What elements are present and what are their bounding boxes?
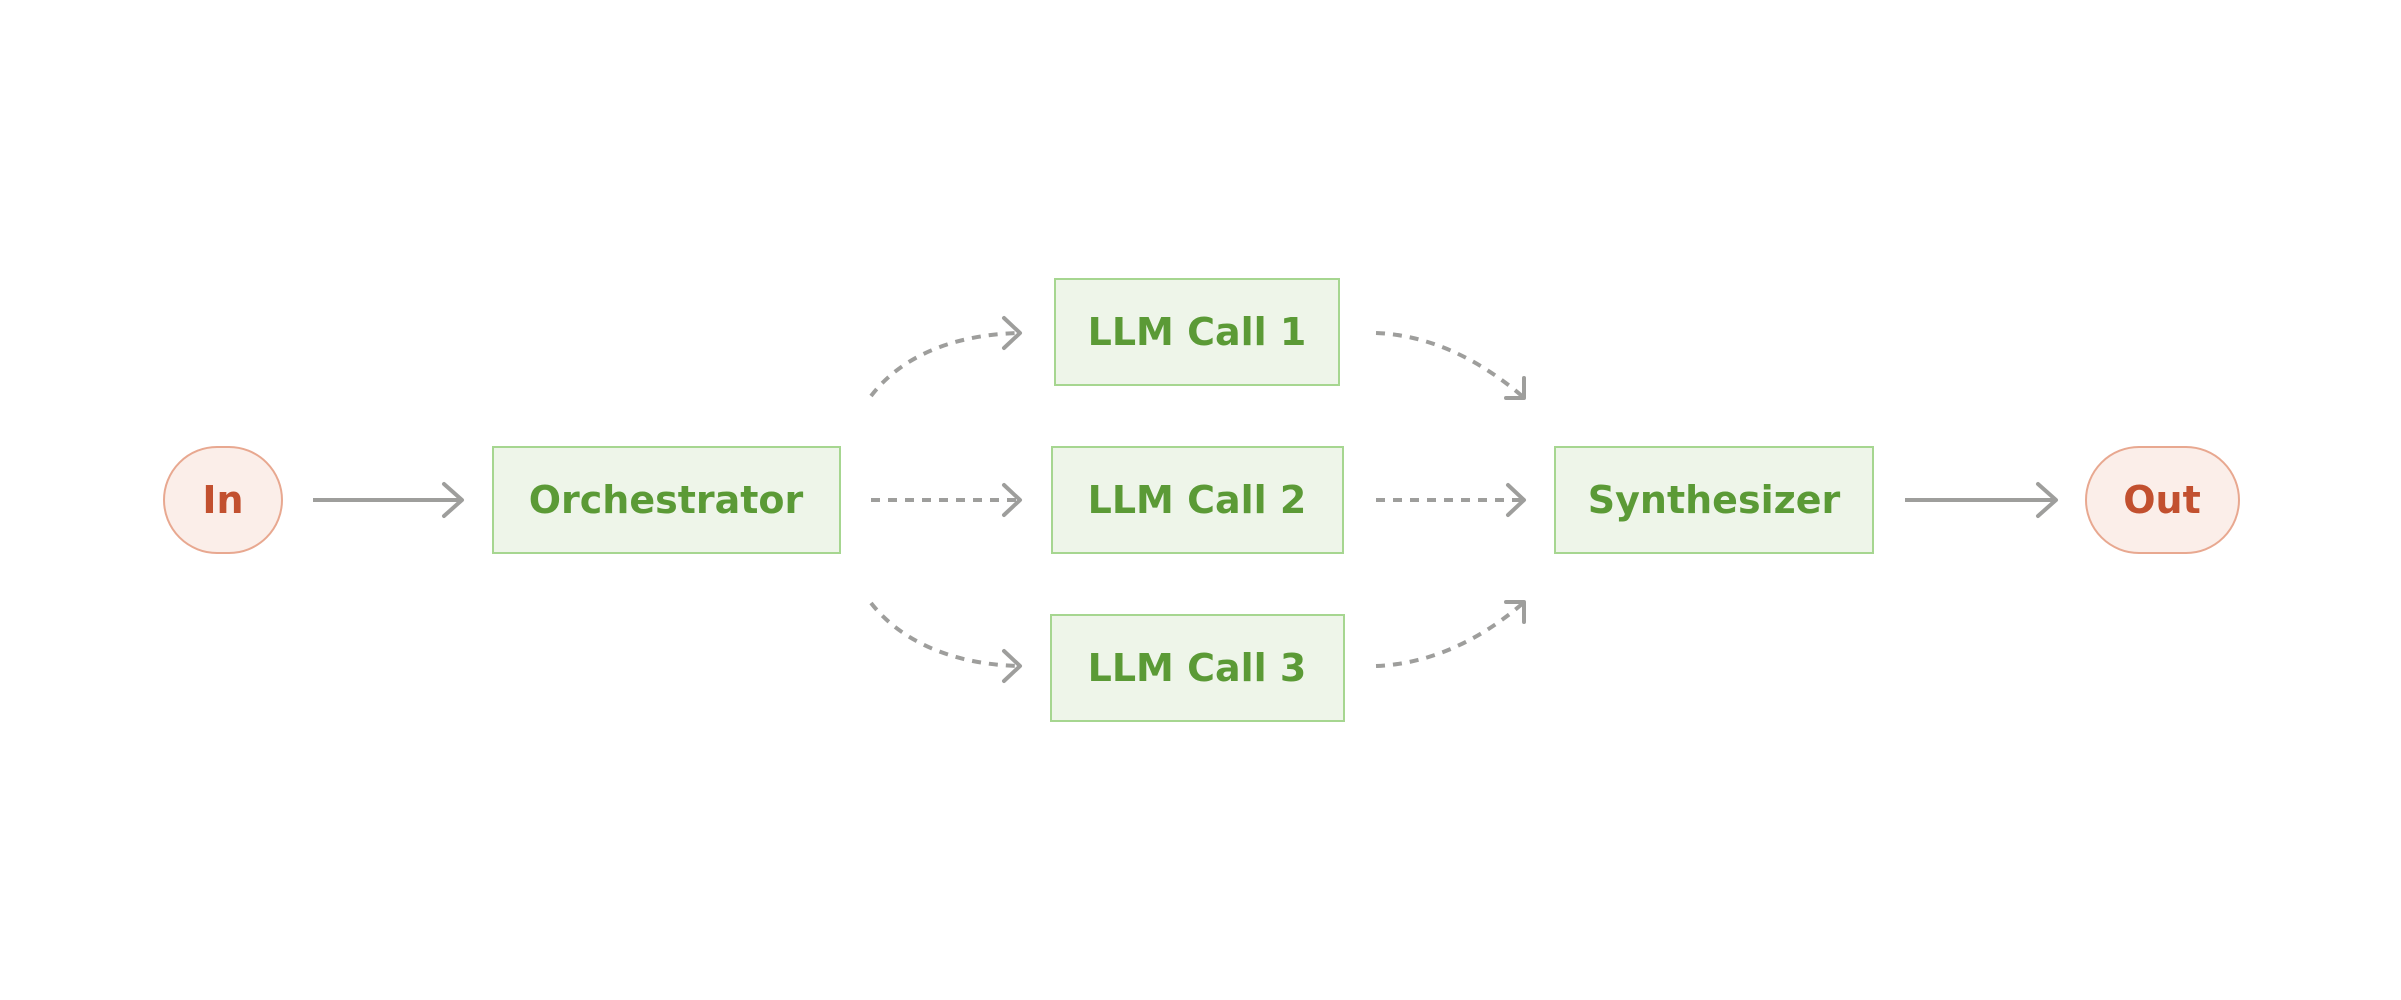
arrowhead-icon (1506, 483, 1526, 517)
edge-orchestrator-to-llm-call-2 (871, 483, 1022, 517)
llm-call-1-node-shape (1054, 278, 1340, 386)
arrowhead-icon (1002, 316, 1022, 350)
edge-synthesizer-to-out (1905, 482, 2058, 518)
output-node-label: Out (2123, 478, 2201, 522)
arrowhead-icon (2036, 482, 2058, 518)
edge-orchestrator-to-llm-call-3 (869, 601, 1022, 683)
llm-call-2-node-label: LLM Call 2 (1088, 478, 1307, 522)
edge-orchestrator-to-llm-call-3-line (869, 601, 1019, 668)
input-node: In (163, 446, 283, 554)
llm-call-3-node: LLM Call 3 (1050, 614, 1345, 722)
arrowhead-icon (442, 482, 464, 518)
synthesizer-node-label: Synthesizer (1588, 478, 1841, 522)
orchestrator-node-label: Orchestrator (529, 478, 804, 522)
edge-in-to-orchestrator (313, 482, 464, 518)
edge-llm-call-3-to-synthesizer-line (1375, 602, 1524, 668)
edge-orchestrator-to-llm-call-1 (869, 316, 1022, 398)
llm-call-2-node: LLM Call 2 (1051, 446, 1344, 554)
arrowhead-icon (1504, 600, 1526, 624)
arrowhead-icon (1504, 376, 1526, 400)
llm-call-2-node-shape (1051, 446, 1344, 554)
input-node-shape (163, 446, 283, 554)
llm-call-1-node: LLM Call 1 (1054, 278, 1340, 386)
edge-llm-call-1-to-synthesizer (1375, 331, 1526, 400)
llm-call-1-node-label: LLM Call 1 (1088, 310, 1307, 354)
orchestrator-node-shape (492, 446, 841, 554)
llm-call-3-node-shape (1050, 614, 1345, 722)
synthesizer-node-shape (1554, 446, 1874, 554)
llm-call-3-node-label: LLM Call 3 (1088, 646, 1307, 690)
output-node: Out (2085, 446, 2240, 554)
synthesizer-node: Synthesizer (1554, 446, 1874, 554)
arrowhead-icon (1002, 649, 1022, 683)
edge-llm-call-3-to-synthesizer (1375, 600, 1526, 668)
edge-llm-call-1-to-synthesizer-line (1375, 331, 1524, 398)
output-node-shape (2085, 446, 2240, 554)
arrowhead-icon (1002, 483, 1022, 517)
input-node-label: In (202, 478, 243, 522)
orchestrator-node: Orchestrator (492, 446, 841, 554)
edge-llm-call-2-to-synthesizer (1376, 483, 1526, 517)
edge-orchestrator-to-llm-call-1-line (869, 331, 1019, 398)
